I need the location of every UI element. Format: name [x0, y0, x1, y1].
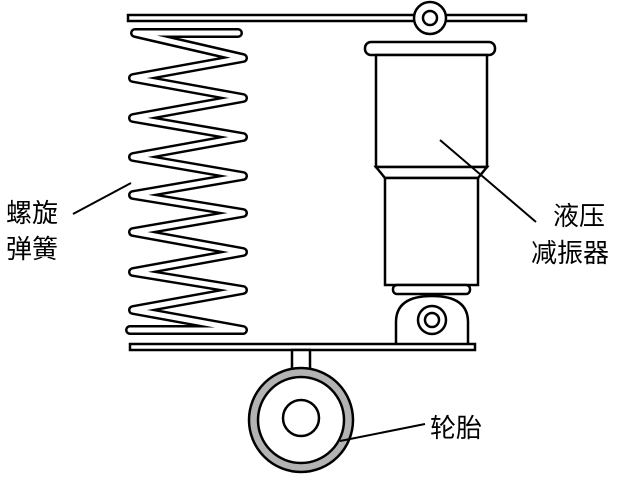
spring-leader-line: [72, 182, 132, 215]
damper-label-line2: 减振器: [531, 239, 609, 269]
damper-upper-cylinder: [374, 53, 489, 169]
coil-spring-inner: [127, 30, 246, 333]
top-plate: [126, 13, 528, 23]
tire-label: 轮胎: [430, 414, 482, 444]
spring-label-line2: 弹簧: [6, 235, 58, 265]
tire: [247, 366, 355, 474]
damper-leader-line: [439, 139, 537, 223]
damper-label: 液压 减振器: [531, 202, 613, 269]
damper-label-line1: 液压: [553, 202, 605, 232]
damper-bottom-cap: [391, 283, 472, 296]
damper-transition-ring: [373, 165, 490, 180]
tire-leader-line: [339, 423, 426, 442]
top-pivot: [412, 0, 448, 36]
hydraulic-damper: [363, 40, 497, 347]
spring-label: 螺旋 弹簧: [6, 199, 66, 265]
top-pivot-pin: [421, 9, 439, 27]
spring-label-line1: 螺旋: [6, 199, 58, 229]
damper-lower-cylinder: [383, 176, 480, 287]
damper-top-cap: [363, 40, 497, 57]
wheel-hub: [281, 398, 321, 438]
coil-spring: [125, 28, 248, 335]
damper-mount-pin: [423, 311, 441, 329]
